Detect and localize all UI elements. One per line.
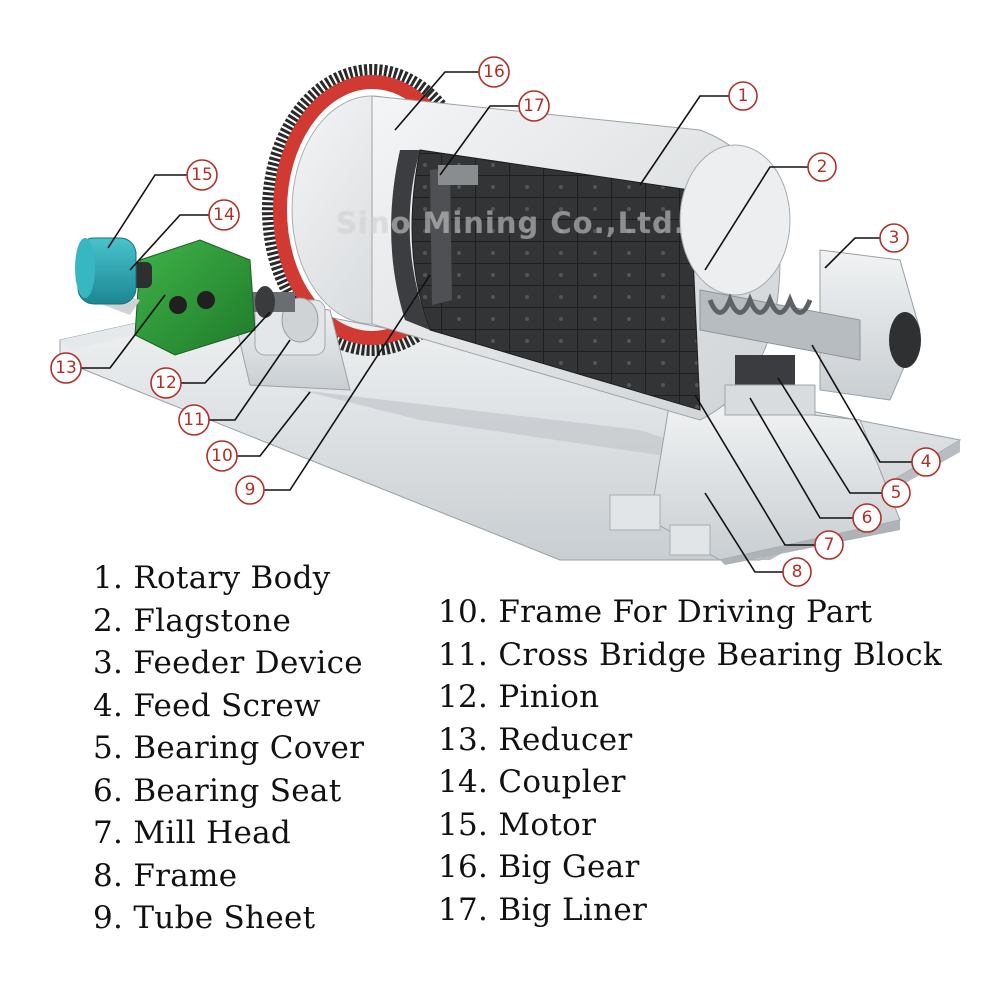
legend-item: 7. Mill Head [93, 815, 292, 851]
callout-label-5: 5 [891, 483, 902, 503]
callout-label-12: 12 [155, 373, 177, 393]
callout-label-13: 13 [55, 358, 77, 378]
callout-label-9: 9 [245, 480, 256, 500]
legend-item: 9. Tube Sheet [93, 900, 316, 936]
watermark-text: Sino Mining Co.,Ltd. [336, 206, 686, 240]
callout-label-11: 11 [183, 410, 205, 430]
legend-item: 3. Feeder Device [93, 645, 363, 681]
callouts [50, 56, 941, 587]
legend-item: 17. Big Liner [438, 891, 648, 928]
callout-2 [807, 152, 837, 182]
legend-item: 10. Frame For Driving Part [438, 594, 873, 630]
callout-5 [881, 478, 911, 508]
callout-4 [911, 447, 941, 477]
callout-7 [814, 530, 844, 560]
callout-8 [782, 557, 812, 587]
legend-item: 15. Motor [438, 806, 597, 843]
legend-item: 4. Feed Screw [93, 687, 321, 724]
callout-9 [235, 475, 265, 505]
callout-label-17: 17 [523, 96, 545, 116]
callout-6 [852, 503, 882, 533]
callout-1 [728, 81, 758, 111]
ball-mill-illustration: 1 2 3 4 5 6 7 8 9 10 11 12 13 14 15 16 1… [50, 56, 962, 587]
legend-item: 1. Rotary Body [93, 560, 331, 596]
callout-label-10: 10 [211, 446, 233, 466]
legend-item: 8. Frame [93, 857, 238, 894]
legend-left-column: 1. Rotary Body 2. Flagstone 3. Feeder De… [93, 557, 364, 940]
legend-item: 2. Flagstone [93, 602, 292, 639]
callout-label-2: 2 [817, 157, 828, 177]
callout-label-6: 6 [862, 508, 873, 528]
callout-label-1: 1 [738, 86, 749, 106]
callout-16 [478, 56, 510, 88]
callout-12 [150, 367, 182, 399]
motor [75, 237, 140, 315]
callout-label-8: 8 [792, 562, 803, 582]
callout-14 [208, 199, 240, 231]
legend-right-column: 10. Frame For Driving Part 11. Cross Bri… [438, 591, 942, 931]
callout-label-15: 15 [191, 165, 213, 185]
callout-3 [879, 223, 909, 253]
callout-15 [186, 159, 218, 191]
legend-item: 14. Coupler [438, 764, 626, 800]
callout-label-16: 16 [483, 62, 505, 82]
callout-label-3: 3 [889, 228, 900, 248]
legend-item: 11. Cross Bridge Bearing Block [438, 636, 942, 673]
feeder-device [699, 249, 921, 401]
callout-label-7: 7 [824, 535, 835, 555]
callout-13 [50, 352, 82, 384]
callout-label-14: 14 [213, 205, 235, 225]
leader-lines [80, 71, 912, 573]
legend-item: 16. Big Gear [438, 849, 640, 885]
legend-item: 12. Pinion [438, 679, 600, 715]
tube-sheet [430, 165, 478, 305]
legend-item: 13. Reducer [438, 721, 633, 758]
callout-label-4: 4 [921, 452, 932, 472]
callout-10 [206, 440, 238, 472]
callout-17 [518, 90, 550, 122]
callout-labels: 1 2 3 4 5 6 7 8 9 10 11 12 13 14 15 16 1… [55, 62, 931, 582]
frame-support [609, 399, 901, 565]
legend-item: 5. Bearing Cover [93, 730, 365, 766]
bearing-seat [724, 355, 816, 416]
callout-11 [178, 404, 210, 436]
legend-item: 6. Bearing Seat [93, 772, 342, 809]
